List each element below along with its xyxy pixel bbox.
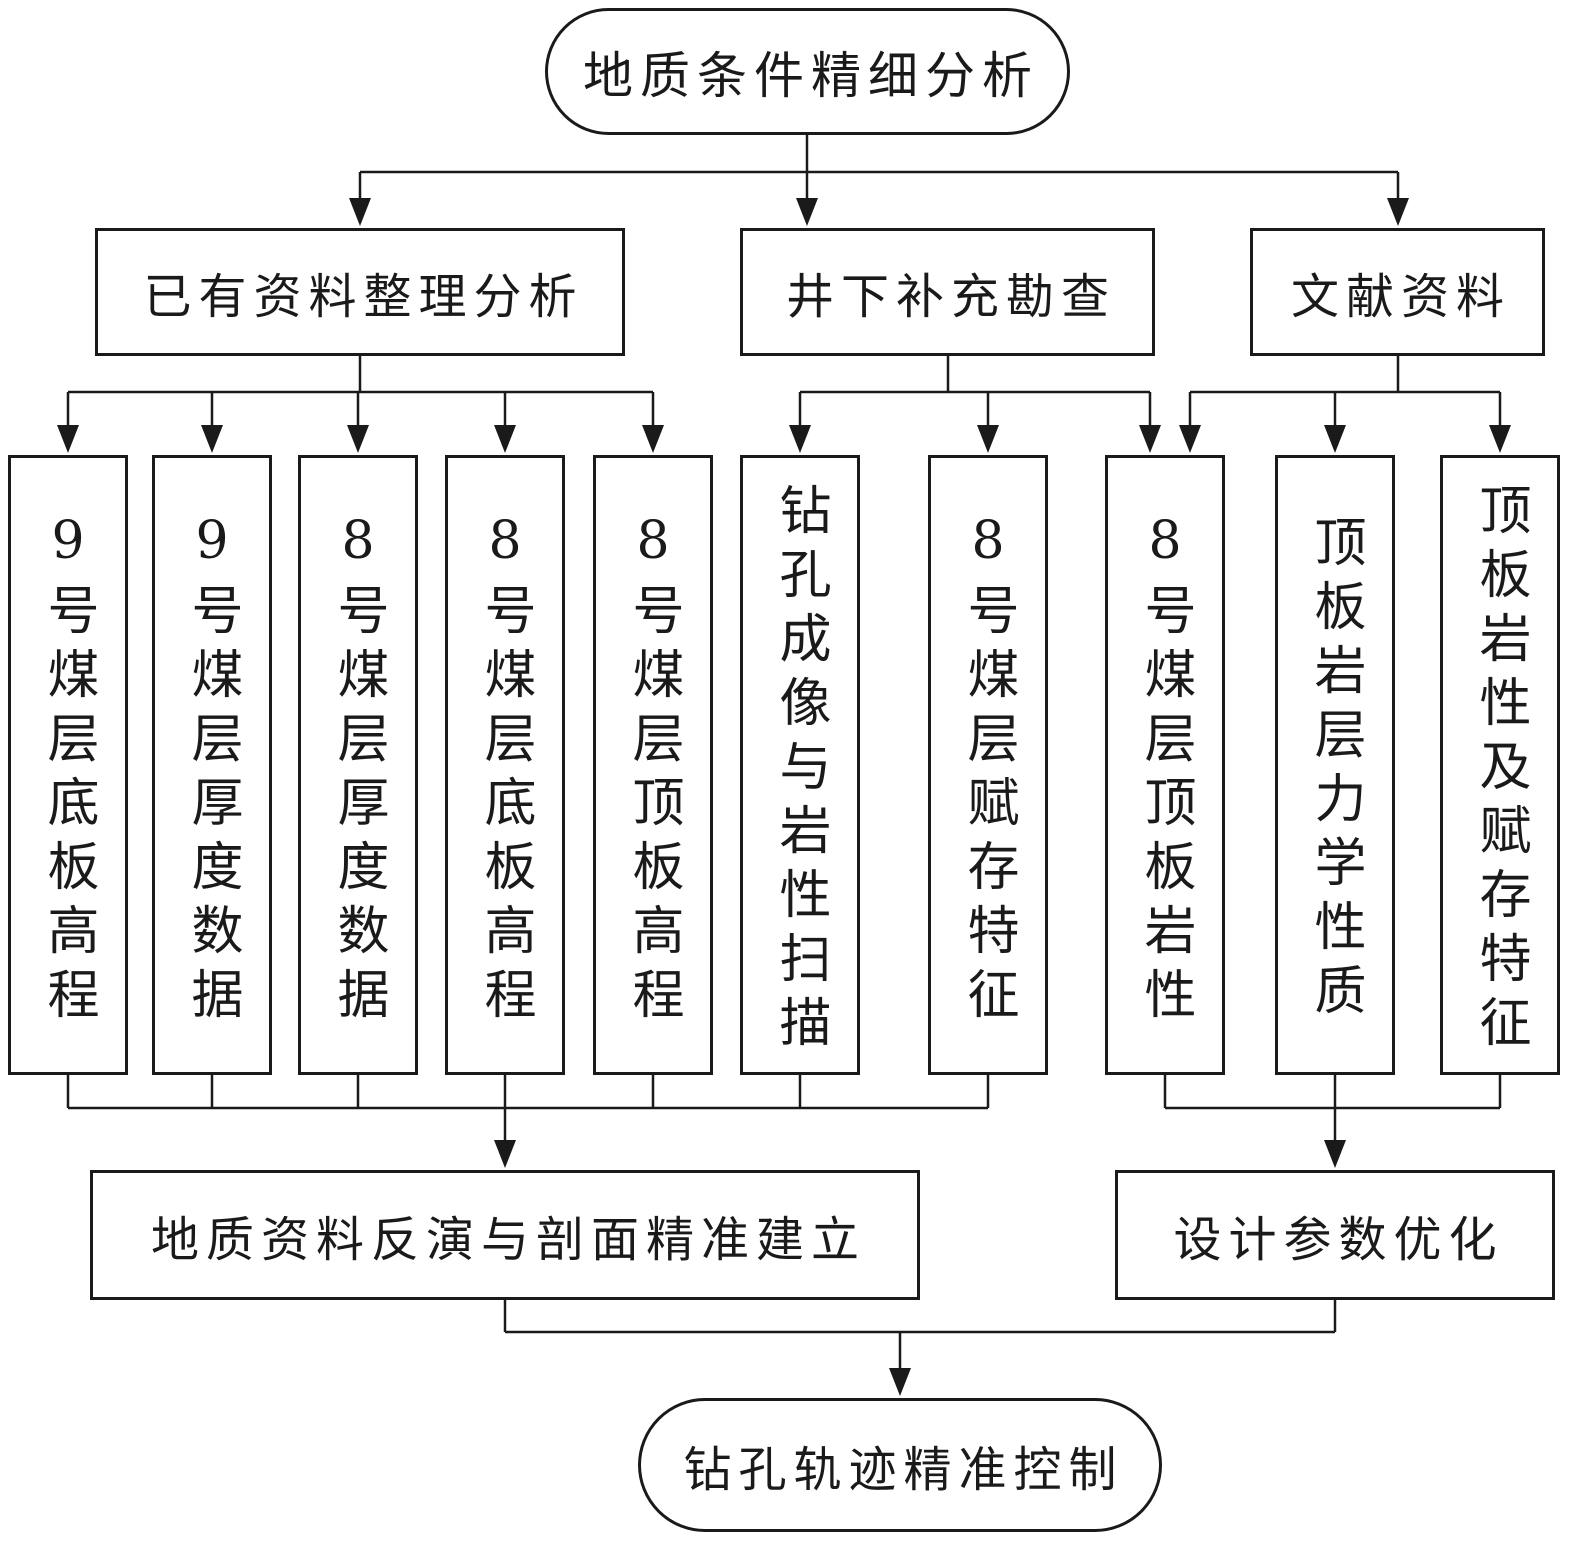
node-col-roof-strata-mechanical-properties: 顶板岩层力学性质 <box>1275 455 1395 1075</box>
node-branch-literature-data: 文献资料 <box>1250 228 1545 356</box>
node-label: 8号煤层顶板岩性 <box>1135 511 1195 1031</box>
arrowhead <box>57 425 79 453</box>
node-root: 地质条件精细分析 <box>545 8 1070 135</box>
node-label: 8号煤层厚度数据 <box>328 511 388 1031</box>
node-col-borehole-imaging-lithology-scan: 钻孔成像与岩性扫描 <box>740 455 860 1075</box>
node-col-8-seam-floor-elevation: 8号煤层底板高程 <box>445 455 565 1075</box>
node-label: 8号煤层顶板高程 <box>623 511 683 1031</box>
arrowhead <box>1324 425 1346 453</box>
arrowhead <box>1139 425 1161 453</box>
arrowhead <box>977 425 999 453</box>
arrowhead <box>1489 425 1511 453</box>
node-final-borehole-trajectory-control: 钻孔轨迹精准控制 <box>638 1398 1162 1532</box>
node-col-9-seam-thickness-data: 9号煤层厚度数据 <box>152 455 272 1075</box>
arrowhead <box>494 1140 516 1168</box>
root-distribution-line <box>358 135 1400 200</box>
node-label: 顶板岩性及赋存特征 <box>1470 483 1530 1059</box>
collector-left-lines <box>66 1075 990 1142</box>
arrowhead <box>1387 198 1409 226</box>
node-geological-inversion-profile-building: 地质资料反演与剖面精准建立 <box>90 1170 920 1300</box>
node-label: 顶板岩层力学性质 <box>1305 515 1365 1027</box>
arrowheads <box>57 198 1511 1396</box>
arrowhead <box>347 425 369 453</box>
node-col-8-seam-occurrence-features: 8号煤层赋存特征 <box>928 455 1048 1075</box>
branch-b-lines <box>798 356 1152 427</box>
arrowhead <box>642 425 664 453</box>
final-merge-lines <box>503 1300 1337 1370</box>
node-branch-existing-data-analysis: 已有资料整理分析 <box>95 228 625 356</box>
node-col-8-seam-thickness-data: 8号煤层厚度数据 <box>298 455 418 1075</box>
node-label: 9号煤层厚度数据 <box>182 511 242 1031</box>
branch-a-lines <box>66 356 655 427</box>
node-label: 9号煤层底板高程 <box>38 511 98 1031</box>
arrowhead <box>494 425 516 453</box>
node-col-8-seam-roof-lithology: 8号煤层顶板岩性 <box>1105 455 1225 1075</box>
node-col-9-seam-floor-elevation: 9号煤层底板高程 <box>8 455 128 1075</box>
node-branch-underground-supplementary-survey: 井下补充勘查 <box>740 228 1155 356</box>
node-label: 8号煤层底板高程 <box>475 511 535 1031</box>
arrowhead <box>349 198 371 226</box>
arrowhead <box>796 198 818 226</box>
collector-right-lines <box>1163 1075 1502 1142</box>
node-col-8-seam-roof-elevation: 8号煤层顶板高程 <box>593 455 713 1075</box>
branch-c-lines <box>1188 356 1502 427</box>
node-label: 钻孔成像与岩性扫描 <box>770 483 830 1059</box>
arrowhead <box>889 1368 911 1396</box>
arrowhead <box>789 425 811 453</box>
node-col-roof-lithology-occurrence-features: 顶板岩性及赋存特征 <box>1440 455 1560 1075</box>
node-label: 8号煤层赋存特征 <box>958 511 1018 1031</box>
arrowhead <box>1324 1140 1346 1168</box>
arrowhead <box>1179 425 1201 453</box>
arrowhead <box>201 425 223 453</box>
node-design-parameter-optimization: 设计参数优化 <box>1115 1170 1555 1300</box>
